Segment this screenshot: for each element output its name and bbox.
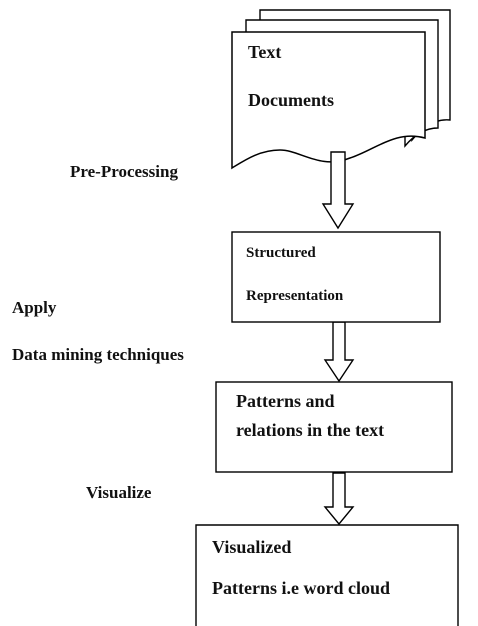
step-data-mining: Data mining techniques <box>12 345 184 364</box>
arrow-to-visualized <box>323 472 355 526</box>
docs-label-line2: Documents <box>248 90 334 110</box>
structured-label-line2: Representation <box>246 288 344 304</box>
docs-label-line1: Text <box>248 42 282 62</box>
arrow-to-patterns <box>323 321 355 383</box>
visualized-label-line1: Visualized <box>212 537 292 557</box>
patterns-label-line2: relations in the text <box>236 420 385 440</box>
step-preprocessing: Pre-Processing <box>70 162 178 181</box>
patterns-box <box>215 381 453 473</box>
document-sheet-front <box>231 31 426 170</box>
visualized-box <box>195 524 459 626</box>
step-apply: Apply <box>12 298 57 317</box>
step-visualize: Visualize <box>86 483 152 502</box>
structured-box <box>231 231 441 323</box>
structured-label-line1: Structured <box>246 245 316 261</box>
visualized-label-line2: Patterns i.e word cloud <box>212 578 390 598</box>
arrow-to-structured <box>321 151 355 230</box>
patterns-label-line1: Patterns and <box>236 391 335 411</box>
